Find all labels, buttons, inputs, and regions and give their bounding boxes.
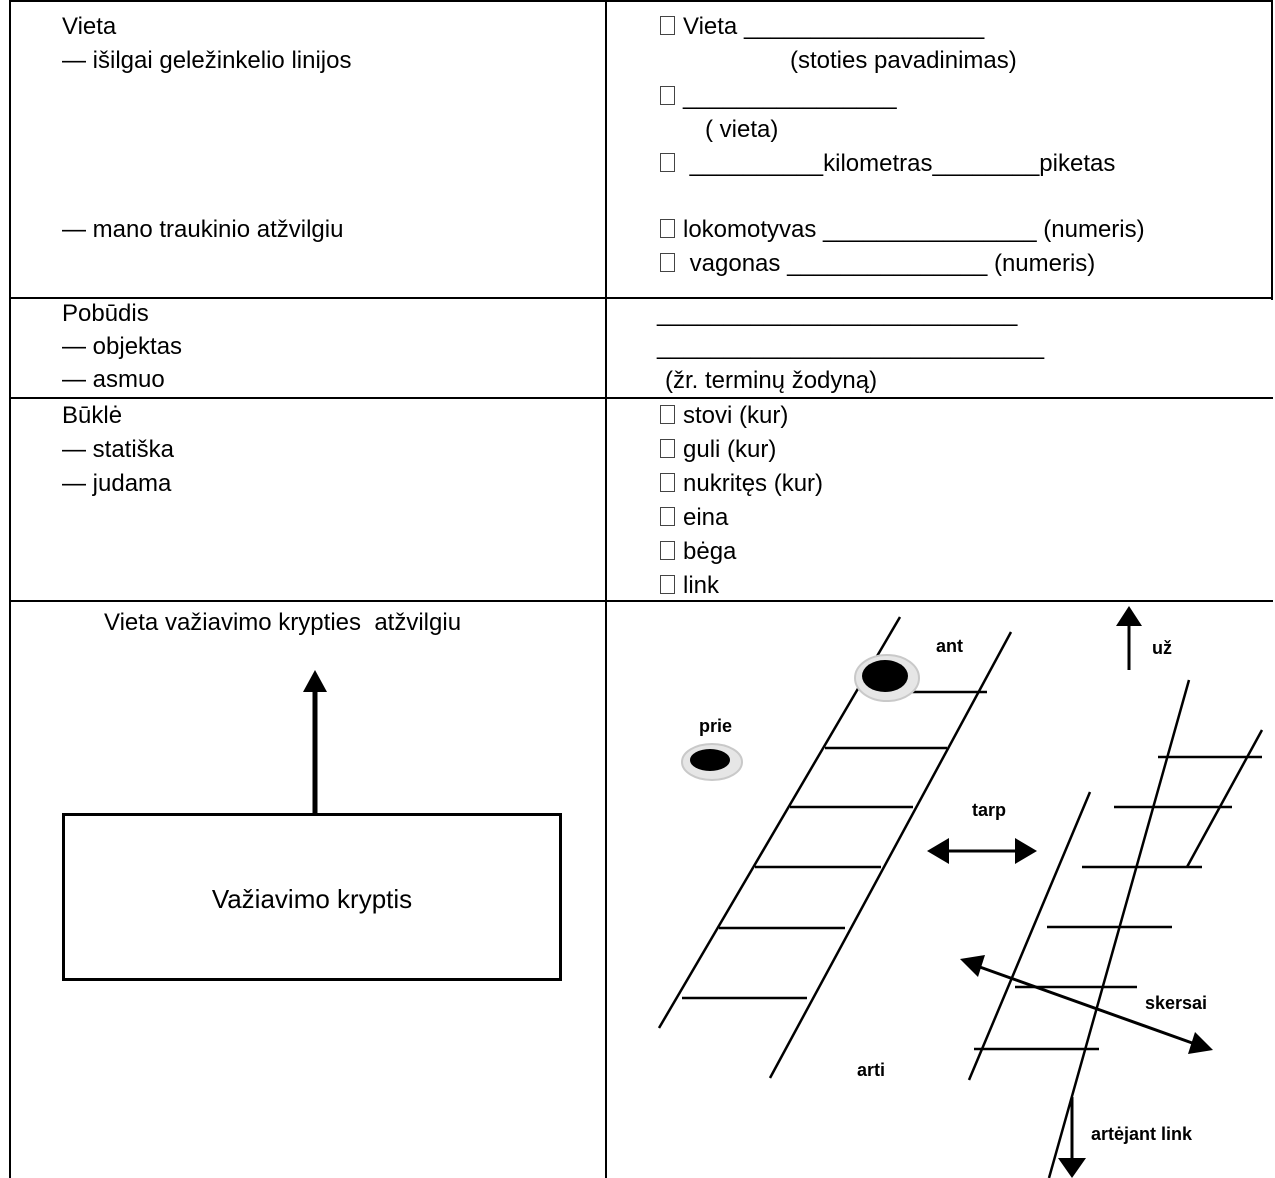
option-wagon-label: vagonas _______________ (numeris)	[683, 250, 1096, 277]
travel-direction-box: Važiavimo kryptis	[62, 813, 562, 981]
table-divider-vertical	[605, 0, 607, 1178]
checkbox[interactable]	[660, 153, 675, 172]
checkbox[interactable]	[660, 541, 675, 560]
option-station-hint: (stoties pavadinimas)	[790, 47, 1017, 74]
nature-blank-1[interactable]: ___________________________	[657, 300, 1018, 327]
state-option-fallen[interactable]: nukritęs (kur)	[660, 467, 823, 501]
option-place-label: ________________	[683, 83, 897, 110]
option-loco-label: lokomotyvas ________________ (numeris)	[683, 216, 1145, 243]
label-tarp: tarp	[972, 800, 1006, 820]
arrow-artejant-icon	[1058, 1097, 1086, 1178]
location-relative-train: — mano traukinio atžvilgiu	[62, 216, 344, 243]
label-artejant: artėjant link	[1091, 1124, 1193, 1144]
state-option-walking[interactable]: eina	[660, 501, 728, 535]
row-divider-3	[9, 600, 1273, 602]
option-place[interactable]: ________________	[660, 80, 897, 114]
option-station[interactable]: Vieta __________________	[660, 10, 984, 44]
checkbox[interactable]	[660, 473, 675, 492]
travel-direction-label: Važiavimo kryptis	[211, 884, 413, 914]
option-km-label: __________kilometras________piketas	[683, 150, 1116, 177]
label-arti: arti	[857, 1060, 885, 1080]
checkbox[interactable]	[660, 253, 675, 272]
option-loco[interactable]: lokomotyvas ________________ (numeris)	[660, 213, 1145, 247]
label-uz: už	[1152, 638, 1172, 658]
label-skersai: skersai	[1145, 993, 1207, 1013]
option-wagon[interactable]: vagonas _______________ (numeris)	[660, 247, 1095, 281]
state-option-label: link	[683, 572, 720, 599]
state-option-standing[interactable]: stovi (kur)	[660, 399, 788, 433]
railway-diagram: ant prie už tarp skersai arti artėjant l…	[657, 606, 1264, 1178]
checkbox[interactable]	[660, 16, 675, 35]
table-border-right	[1271, 0, 1273, 300]
row-divider-1	[9, 297, 1273, 299]
state-option-lying[interactable]: guli (kur)	[660, 433, 776, 467]
rail-left-inner	[768, 631, 1013, 1079]
checkbox[interactable]	[660, 405, 675, 424]
state-moving: — judama	[62, 470, 172, 497]
state-option-towards[interactable]: link	[660, 569, 719, 603]
checkbox[interactable]	[660, 507, 675, 526]
option-place-hint: ( vieta)	[705, 116, 779, 143]
location-title: Vieta	[62, 13, 117, 40]
nature-blank-2[interactable]: _____________________________	[657, 333, 1045, 360]
state-option-running[interactable]: bėga	[660, 535, 736, 569]
location-along-line: — išilgai geležinkelio linijos	[62, 47, 352, 74]
nature-title: Pobūdis	[62, 300, 149, 327]
label-prie: prie	[699, 716, 732, 736]
arrow-uz-icon	[1116, 606, 1142, 670]
state-static: — statiška	[62, 436, 175, 463]
row-divider-2	[9, 397, 1273, 399]
checkbox[interactable]	[660, 439, 675, 458]
direction-arrow-up	[303, 670, 327, 816]
table-border-top	[9, 0, 1273, 2]
arrow-skersai-icon	[960, 955, 1213, 1054]
arrow-tarp-icon	[927, 838, 1037, 864]
rail-right-inner	[1047, 679, 1191, 1178]
checkbox[interactable]	[660, 219, 675, 238]
state-option-label: eina	[683, 504, 729, 531]
checkbox[interactable]	[660, 86, 675, 105]
nature-hint: (žr. terminų žodyną)	[665, 367, 878, 394]
table-border-left	[9, 0, 11, 1178]
option-km[interactable]: __________kilometras________piketas	[660, 147, 1115, 181]
direction-title: Vieta važiavimo krypties atžvilgiu	[104, 609, 462, 636]
state-option-label: nukritęs (kur)	[683, 470, 824, 497]
nature-object: — objektas	[62, 333, 183, 360]
state-option-label: stovi (kur)	[683, 402, 789, 429]
checkbox[interactable]	[660, 575, 675, 594]
state-title: Būklė	[62, 402, 123, 429]
option-station-label: Vieta __________________	[683, 13, 985, 40]
state-option-label: bėga	[683, 538, 737, 565]
rail-right-outer	[967, 791, 1092, 1081]
label-ant: ant	[936, 636, 963, 656]
nature-person: — asmuo	[62, 366, 165, 393]
state-option-label: guli (kur)	[683, 436, 777, 463]
